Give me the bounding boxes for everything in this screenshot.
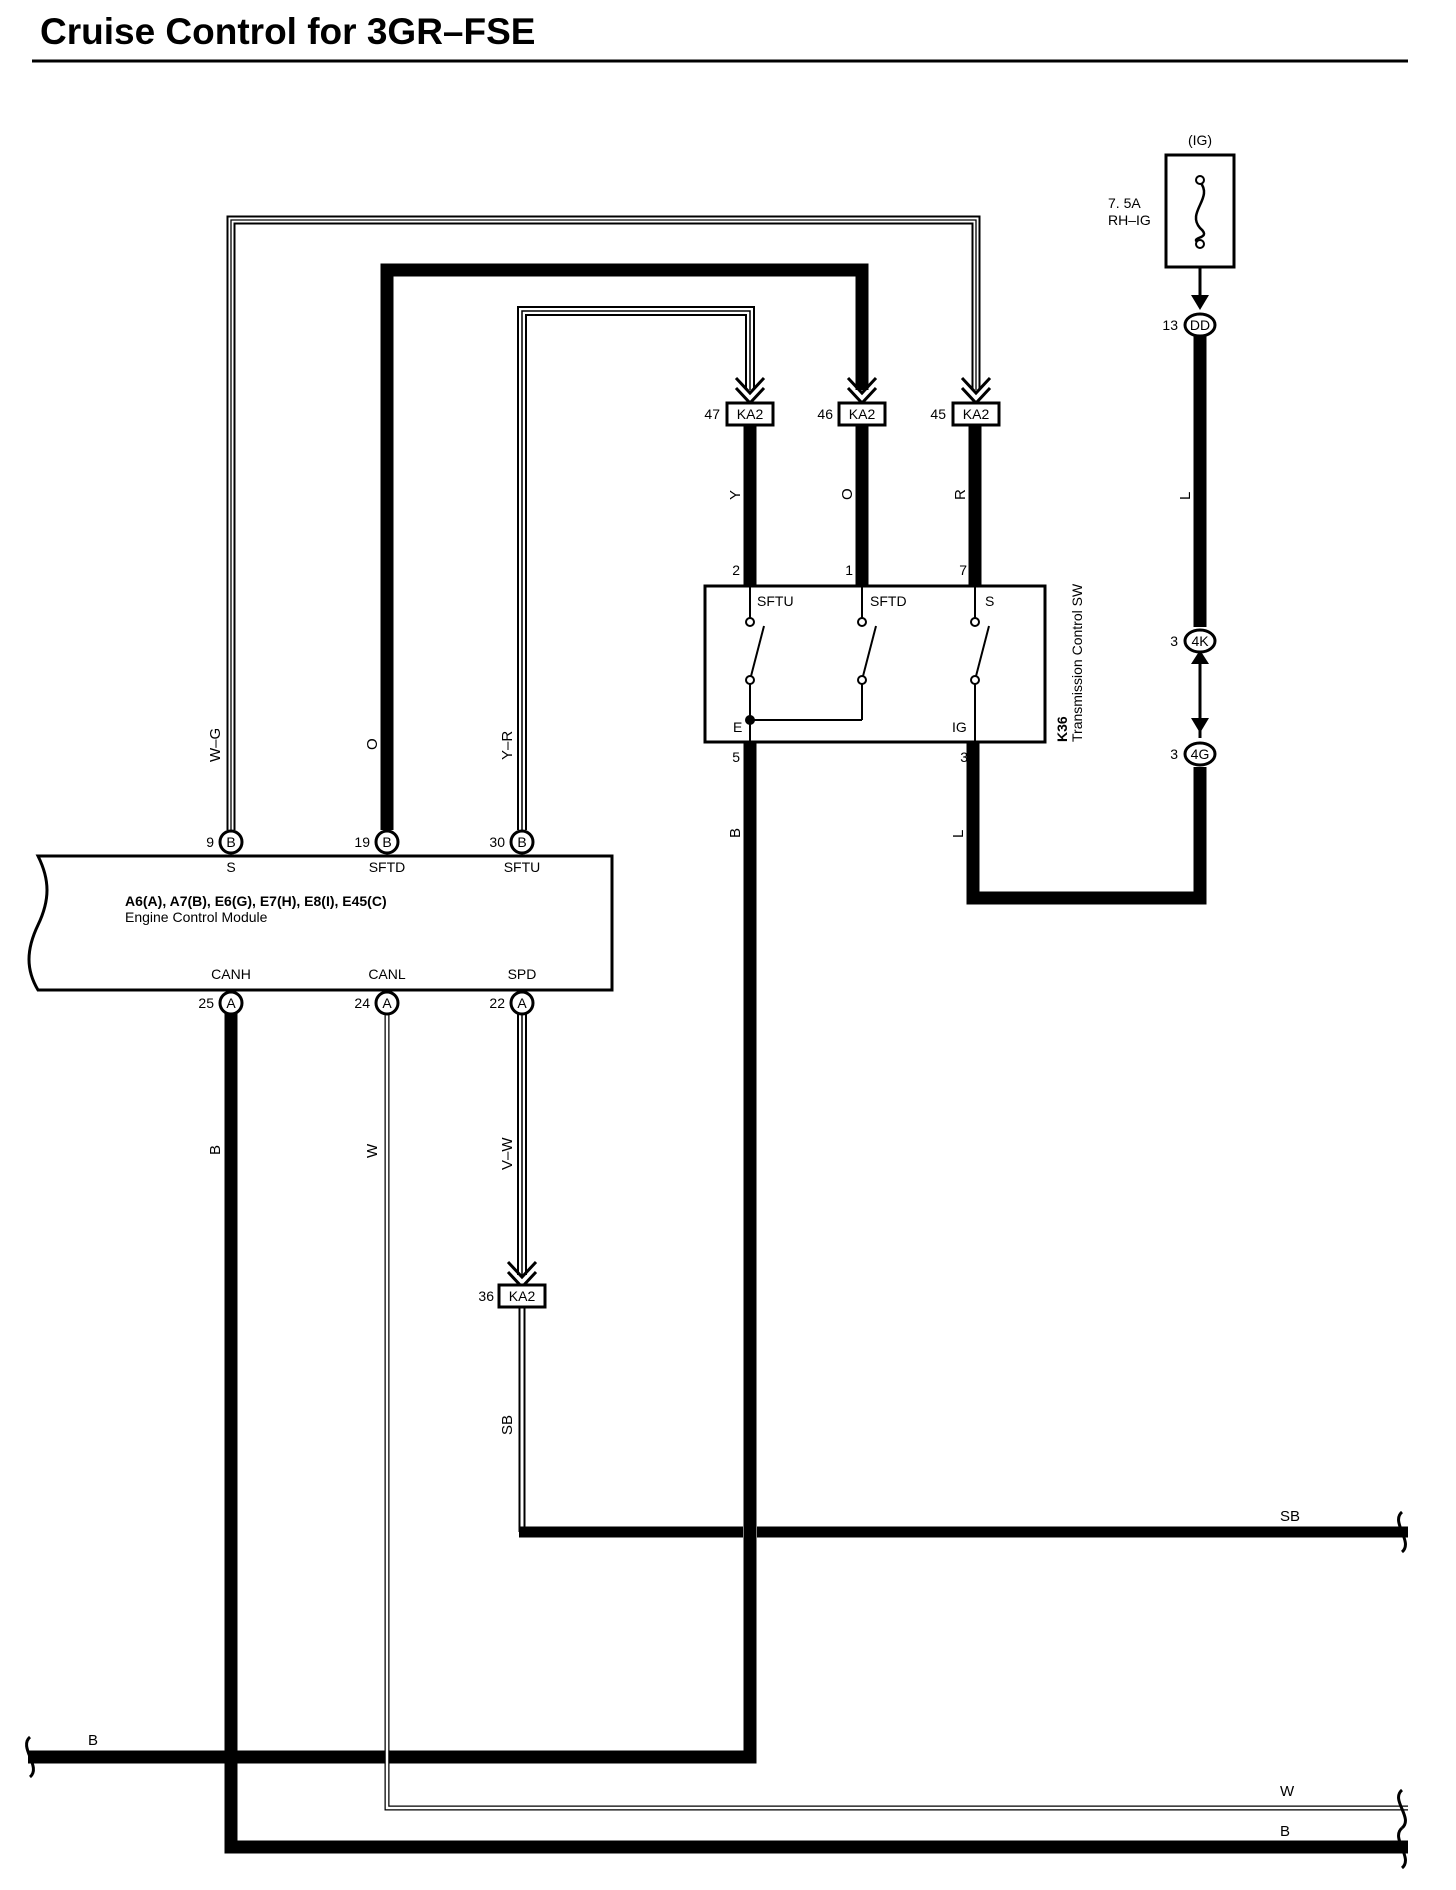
junction-dd: DD 13: [1162, 312, 1217, 338]
break-right-sb: [1397, 1510, 1407, 1554]
label-y-r: Y–R: [499, 731, 516, 760]
label-o-sw: O: [839, 488, 856, 500]
svg-text:B: B: [382, 834, 391, 850]
svg-text:SFTD: SFTD: [870, 593, 907, 609]
label-w-g: W–G: [207, 728, 224, 762]
svg-text:2: 2: [732, 562, 740, 578]
arrowheads-junction: [1191, 295, 1209, 733]
break-right-b: [1397, 1826, 1407, 1870]
wire-b-canh: [224, 1005, 1408, 1854]
label-b-canh: B: [207, 1145, 224, 1155]
svg-text:30: 30: [489, 834, 505, 850]
label-v-w: V–W: [499, 1137, 516, 1170]
svg-text:KA2: KA2: [849, 406, 876, 422]
svg-text:SFTU: SFTU: [757, 593, 794, 609]
bus-break-marks: [25, 1510, 1407, 1870]
fuse-rh-ig: (IG) 7. 5A RH–IG: [1108, 132, 1236, 269]
ka2-connector-36: KA2 36: [478, 1283, 547, 1309]
svg-text:9: 9: [206, 834, 214, 850]
svg-text:KA2: KA2: [509, 1288, 536, 1304]
ka2-connector-45: KA2 45: [930, 401, 1001, 427]
fuse-element-icon: [1194, 181, 1206, 246]
switch-contact-icon: [745, 617, 755, 627]
svg-text:3: 3: [1170, 633, 1178, 649]
svg-text:SPD: SPD: [508, 966, 537, 982]
pin-47: 47: [704, 406, 720, 422]
label-l-sw: L: [950, 830, 967, 838]
wire-labels: W–G O Y–R Y O R L L B B W V–W SB SB B W …: [88, 488, 1300, 1840]
svg-text:B: B: [226, 834, 235, 850]
label-sb-bus: SB: [1280, 1508, 1300, 1525]
svg-text:24: 24: [354, 995, 370, 1011]
svg-text:13: 13: [1162, 317, 1178, 333]
fuse-supply-label: (IG): [1188, 132, 1212, 148]
svg-text:1: 1: [845, 562, 853, 578]
svg-text:S: S: [985, 593, 994, 609]
label-r: R: [952, 489, 969, 500]
svg-text:B: B: [517, 834, 526, 850]
svg-text:5: 5: [732, 749, 740, 765]
svg-text:E: E: [733, 719, 742, 735]
break-right-w: [1397, 1788, 1407, 1830]
wire-l-sw: [966, 740, 1207, 905]
ka2-connector-47: KA2 47: [704, 401, 775, 427]
svg-text:4G: 4G: [1191, 746, 1210, 762]
label-l-fuse: L: [1177, 492, 1194, 500]
svg-text:3: 3: [960, 749, 968, 765]
svg-text:S: S: [226, 859, 235, 875]
svg-text:KA2: KA2: [963, 406, 990, 422]
label-o-ecm: O: [364, 738, 381, 750]
svg-text:22: 22: [489, 995, 505, 1011]
wire-o-ecm: [380, 263, 869, 830]
svg-text:DD: DD: [1190, 317, 1210, 333]
transmission-control-switch: 2 1 7 5 3 SFTU SFTD S E IG: [703, 562, 1085, 765]
junction-4g: 4G 3: [1170, 741, 1217, 767]
svg-text:CANH: CANH: [211, 966, 251, 982]
label-y: Y: [727, 490, 744, 500]
ka2-connector-46: KA2 46: [817, 401, 887, 427]
svg-text:19: 19: [354, 834, 370, 850]
svg-text:3: 3: [1170, 746, 1178, 762]
svg-text:A: A: [226, 995, 236, 1011]
fuse-rating: 7. 5A: [1108, 195, 1141, 211]
svg-text:4K: 4K: [1191, 633, 1209, 649]
wire-b-sw: [28, 740, 757, 1764]
wires: [28, 215, 1408, 1854]
fuse-name: RH–IG: [1108, 212, 1151, 228]
svg-text:CANL: CANL: [368, 966, 406, 982]
pin-45: 45: [930, 406, 946, 422]
svg-text:7: 7: [959, 562, 967, 578]
ecm-box: [27, 854, 614, 992]
junction-4k: 4K 3: [1170, 628, 1217, 654]
ecm-name: Engine Control Module: [125, 909, 268, 925]
switch-code: K36: [1054, 716, 1070, 742]
svg-text:A: A: [382, 995, 392, 1011]
svg-text:SFTD: SFTD: [369, 859, 406, 875]
label-b-bus-left: B: [88, 1732, 98, 1749]
wire-y-r: [517, 306, 755, 830]
svg-text:SFTU: SFTU: [504, 859, 541, 875]
engine-control-module: B B B A A A 9 19 30 25 24 22 S SFTD SFTU…: [27, 829, 614, 1016]
label-b-sw: B: [727, 828, 744, 838]
page-title: Cruise Control for 3GR–FSE: [40, 11, 535, 52]
svg-text:A: A: [517, 995, 527, 1011]
wire-w-canl: [384, 1005, 1408, 1811]
label-w-bus: W: [1280, 1783, 1295, 1800]
label-b-bus-bottom: B: [1280, 1823, 1290, 1840]
pin-46: 46: [817, 406, 833, 422]
svg-text:25: 25: [198, 995, 214, 1011]
break-left-b: [25, 1735, 35, 1779]
switch-name: Transmission Control SW: [1069, 583, 1085, 742]
svg-text:IG: IG: [952, 719, 967, 735]
ecm-codes: A6(A), A7(B), E6(G), E7(H), E8(I), E45(C…: [125, 893, 387, 909]
label-sb-vert: SB: [499, 1415, 516, 1435]
svg-text:KA2: KA2: [737, 406, 764, 422]
label-w-canl: W: [364, 1143, 381, 1158]
pin-36: 36: [478, 1288, 494, 1304]
